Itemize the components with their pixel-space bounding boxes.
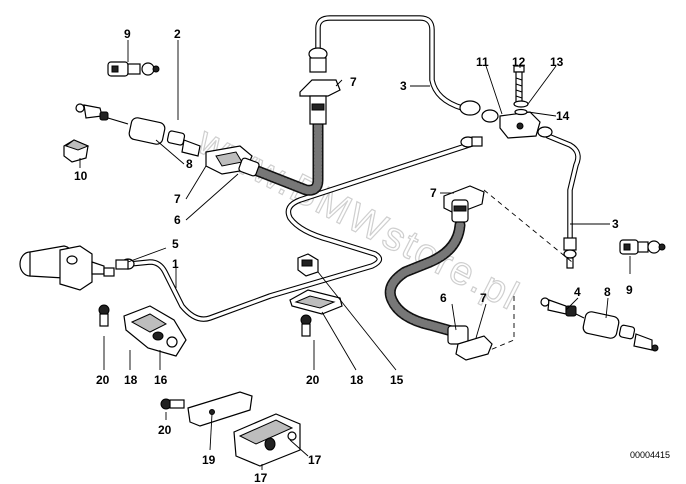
callout-20-lower: 20 xyxy=(158,423,172,437)
callout-8-left: 8 xyxy=(186,157,193,171)
dash-line-bracket-to-fitting xyxy=(483,189,573,263)
callout-numbers: 9 2 10 8 7 6 7 3 11 12 13 14 7 3 9 6 7 4… xyxy=(74,27,633,484)
brake-pressure-regulator xyxy=(19,245,115,291)
pipe-fitting-right xyxy=(563,237,577,269)
callout-1: 1 xyxy=(172,257,179,271)
callout-6-right: 6 xyxy=(440,291,447,305)
callout-6-left: 6 xyxy=(174,213,181,227)
brake-hose-upper xyxy=(249,116,324,196)
brake-pipe-upper xyxy=(315,15,465,111)
callout-12: 12 xyxy=(512,55,526,69)
pipe-holder-18-center xyxy=(289,289,343,315)
pipe-fitting-5 xyxy=(115,258,135,270)
callout-9-left: 9 xyxy=(124,27,131,41)
callout-7-right: 7 xyxy=(430,186,437,200)
mounting-bracket-16 xyxy=(123,305,187,357)
callout-4: 4 xyxy=(574,285,581,299)
brake-hose-lower xyxy=(384,219,466,338)
hose-bracket-7-top xyxy=(299,47,341,125)
callout-8-right: 8 xyxy=(604,285,611,299)
callout-9-right: 9 xyxy=(626,283,633,297)
callout-14: 14 xyxy=(556,109,570,123)
bolt-20-lower xyxy=(160,398,185,410)
callout-2: 2 xyxy=(174,27,181,41)
washer-14 xyxy=(514,108,528,116)
callout-19: 19 xyxy=(202,453,216,467)
dust-cap-10 xyxy=(63,139,90,163)
pipe-clip-15 xyxy=(297,253,319,277)
leader-lines xyxy=(79,40,631,470)
hose-fitting-assembly-upper xyxy=(75,103,201,157)
brake-pipe-long xyxy=(127,140,478,322)
callout-13: 13 xyxy=(550,55,564,69)
bleeder-valve-9-left xyxy=(107,61,160,77)
callout-15: 15 xyxy=(390,373,404,387)
callout-18-center: 18 xyxy=(350,373,364,387)
callout-17-left: 17 xyxy=(254,471,268,484)
callout-3-top: 3 xyxy=(400,79,407,93)
washer-13 xyxy=(513,100,529,108)
hose-bracket-7-lower xyxy=(447,325,493,361)
bolt-12 xyxy=(513,65,525,103)
bleeder-valve-9-right xyxy=(619,239,666,255)
callout-7-top: 7 xyxy=(350,75,357,89)
brake-pipe-right xyxy=(545,133,581,243)
callout-18-left: 18 xyxy=(124,373,138,387)
hose-bracket-7-right xyxy=(443,185,485,223)
callout-3-right: 3 xyxy=(612,217,619,231)
callout-17-right: 17 xyxy=(308,453,322,467)
callout-5: 5 xyxy=(172,237,179,251)
bolt-20-center xyxy=(300,314,312,337)
callout-16: 16 xyxy=(154,373,168,387)
callout-20-center: 20 xyxy=(306,373,320,387)
callout-10: 10 xyxy=(74,169,88,183)
diagram-code: 00004415 xyxy=(630,450,670,460)
bolt-20-left xyxy=(98,304,110,327)
brake-tee-fitting-11 xyxy=(459,100,553,139)
hose-fitting-assembly-lower xyxy=(540,297,659,352)
callout-11: 11 xyxy=(476,55,489,69)
callout-7-lower: 7 xyxy=(480,291,487,305)
bracket-plate-19 xyxy=(187,391,253,427)
callout-20-left: 20 xyxy=(96,373,110,387)
support-bracket-17 xyxy=(233,413,301,467)
callout-7-left: 7 xyxy=(174,192,181,206)
pipe-fitting-long-start xyxy=(460,136,483,148)
